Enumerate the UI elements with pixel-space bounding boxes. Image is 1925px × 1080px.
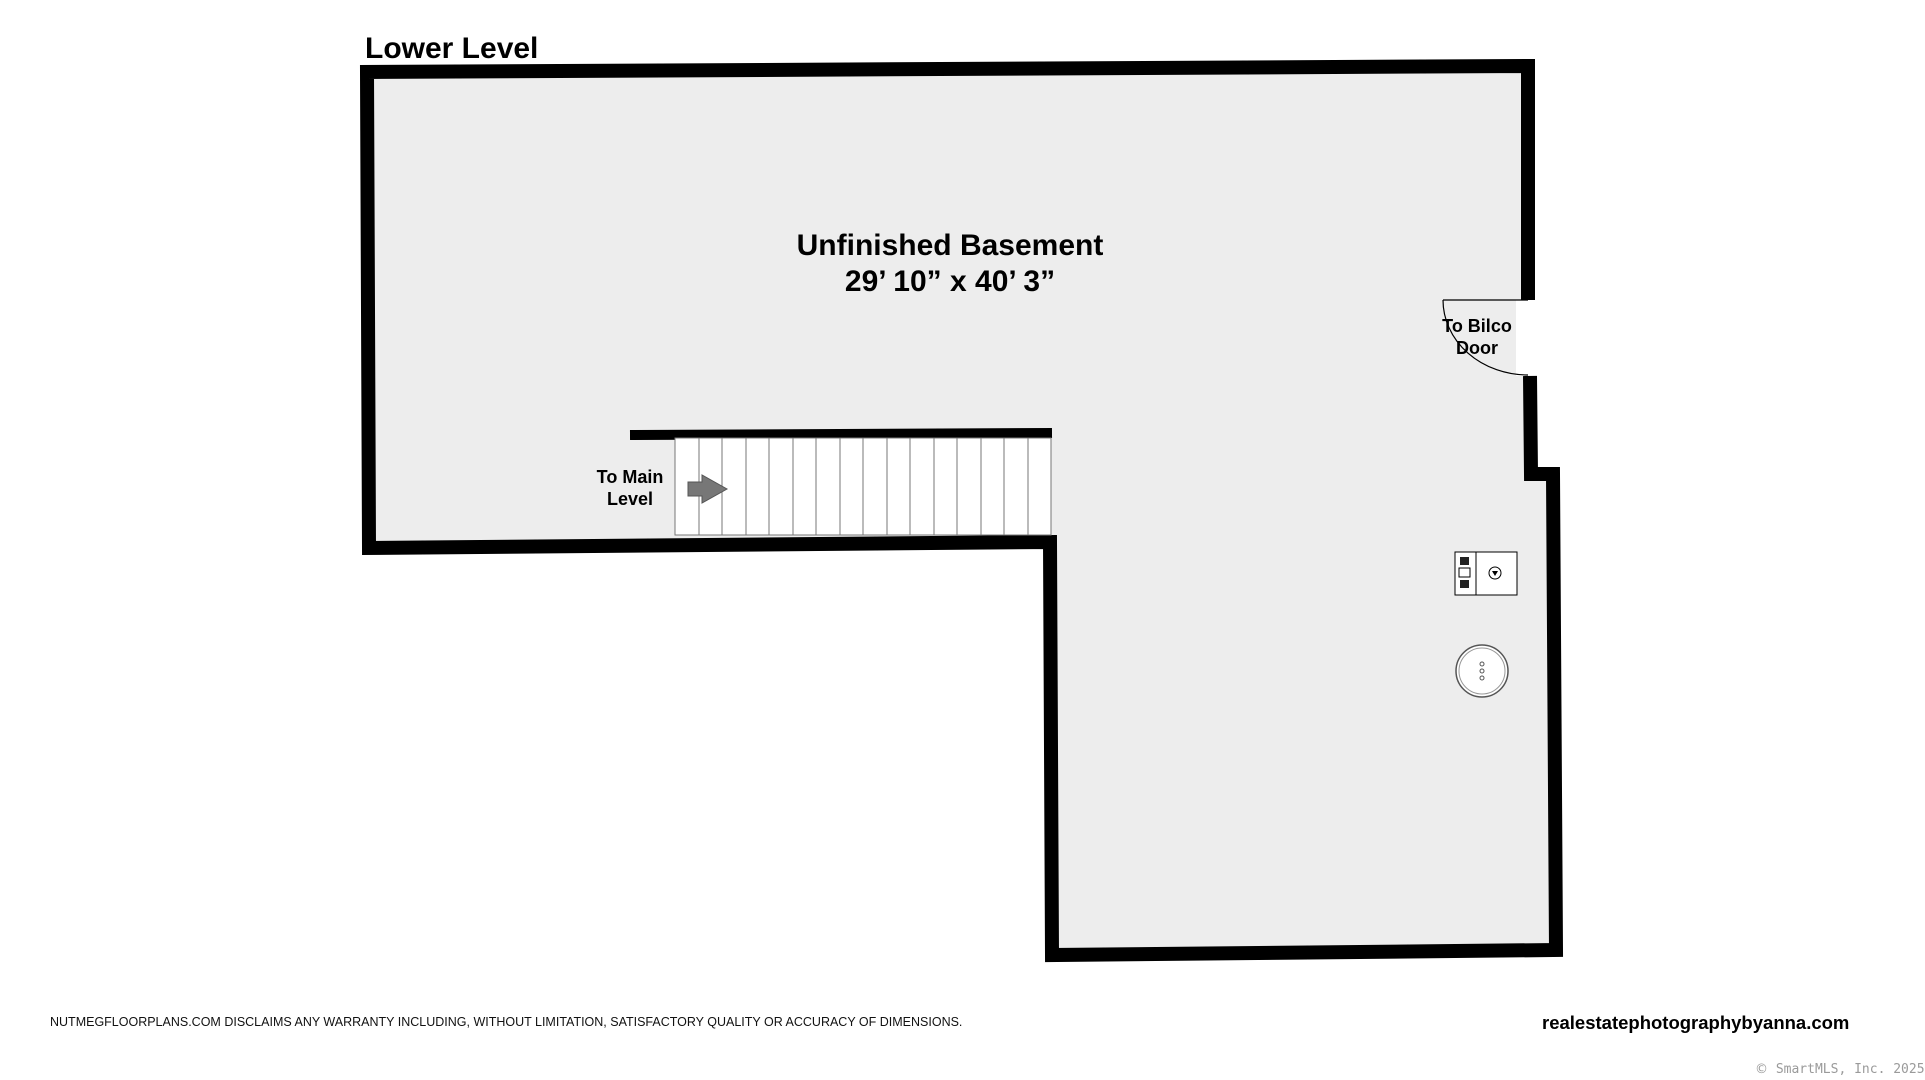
bilco-door-label-line2: Door (1456, 338, 1498, 358)
stair-direction-arrow-icon (687, 474, 729, 504)
furnace-icon (1455, 644, 1509, 698)
basement-walls (359, 58, 1564, 963)
door-swing-icon (1442, 299, 1529, 376)
bilco-door-label-line1: To Bilco (1442, 316, 1512, 336)
stairs-label: To Main Level (580, 466, 680, 510)
room-dimensions: 29’ 10” x 40’ 3” (844, 265, 1056, 298)
stair-rail (629, 428, 1053, 440)
stairs (674, 437, 1052, 536)
room-label: Unfinished Basement 29’ 10” x 40’ 3” (700, 228, 1200, 300)
water-heater-icon (1454, 551, 1518, 596)
stairs-label-line1: To Main (596, 467, 664, 487)
copyright-text: SmartMLS, Inc. 2025 (1775, 1062, 1925, 1077)
room-name: Unfinished Basement (796, 229, 1104, 262)
stairs-label-line2: Level (606, 489, 654, 509)
bilco-door-label: To Bilco Door (1427, 315, 1527, 359)
level-title: Lower Level (365, 32, 539, 65)
disclaimer-text: NUTMEGFLOORPLANS.COM DISCLAIMS ANY WARRA… (50, 1015, 963, 1029)
copyright-notice: © SmartMLS, Inc. 2025 (1755, 1062, 1925, 1077)
copyright-symbol: © (1755, 1062, 1768, 1077)
website-link[interactable]: realestatephotographybyanna.com (1542, 1012, 1850, 1033)
